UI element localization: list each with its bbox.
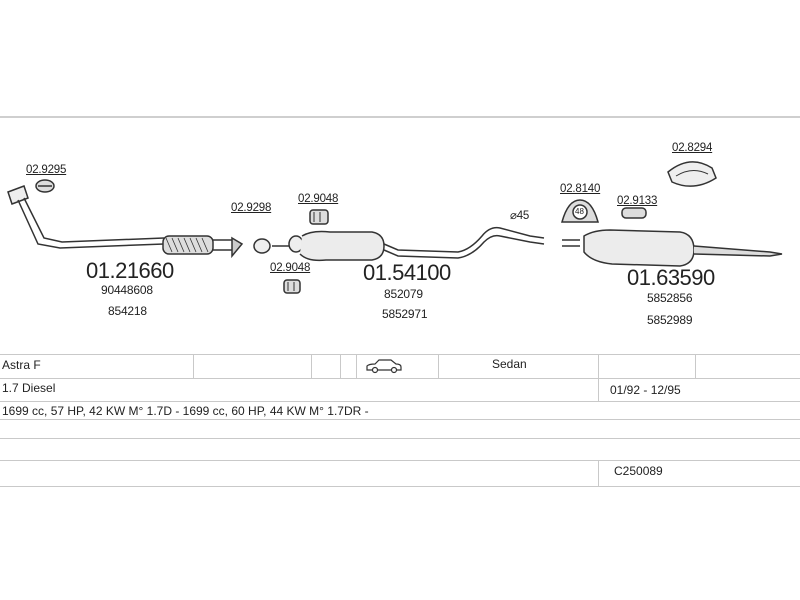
ring-8294-drawing (667, 161, 717, 187)
catalog-number-cell: C250089 (614, 464, 663, 478)
rear-silencer-oem-2: 5852989 (647, 313, 693, 327)
front-pipe-oem-2: 854218 (108, 304, 147, 318)
ring-8294-label: 02.8294 (672, 142, 713, 154)
col-divider (356, 354, 357, 378)
row-divider (0, 438, 800, 439)
col-divider (598, 460, 599, 486)
row-divider (0, 486, 800, 487)
clamp-9133-label: 02.9133 (617, 195, 658, 207)
col-divider (598, 354, 599, 401)
middle-silencer-oem-2: 5852971 (382, 307, 428, 321)
col-divider (695, 354, 696, 378)
front-pipe-number: 01.21660 (86, 258, 174, 283)
model-cell: Astra F (2, 358, 41, 372)
middle-silencer-oem-1: 852079 (384, 287, 423, 301)
col-divider (340, 354, 341, 378)
years-cell: 01/92 - 12/95 (610, 383, 681, 397)
diameter-label: ⌀45 (510, 210, 530, 222)
clamp-9048-bottom-label: 02.9048 (270, 262, 311, 274)
clamp-9048-top-label: 02.9048 (298, 193, 339, 205)
exhaust-diagram: 02.9295 01.21660 90448608 854218 02.9298… (0, 118, 800, 350)
rear-silencer-drawing (562, 229, 783, 267)
col-divider (438, 354, 439, 378)
front-pipe (7, 185, 244, 259)
top-border (0, 116, 800, 118)
front-pipe-oem-1: 90448608 (101, 283, 153, 297)
middle-silencer-number: 01.54100 (363, 260, 451, 285)
clamp-9048-bottom-drawing (283, 279, 301, 294)
row-divider (0, 460, 800, 461)
body-type-cell: Sedan (492, 357, 527, 371)
clamp-8140-label: 02.8140 (560, 183, 601, 195)
col-divider (311, 354, 312, 378)
row-divider (0, 419, 800, 420)
exhaust-drawing (7, 161, 783, 294)
clamp-8140-size: 48 (575, 207, 584, 216)
clamp-9048-top-drawing (309, 209, 329, 225)
rear-silencer-oem-1: 5852856 (647, 291, 693, 305)
col-divider (193, 354, 194, 378)
row-divider (0, 401, 800, 402)
specs-cell: 1699 cc, 57 HP, 42 KW M° 1.7D - 1699 cc,… (2, 404, 369, 418)
clamp-9298-label: 02.9298 (231, 202, 272, 214)
clamp-8140-drawing (561, 199, 599, 223)
sedan-car-icon (365, 358, 403, 377)
row-divider (0, 378, 800, 379)
engine-cell: 1.7 Diesel (2, 381, 56, 395)
row-divider (0, 354, 800, 355)
gasket-drawing (253, 238, 271, 254)
clamp-9295-drawing (35, 179, 55, 193)
clamp-9295-label: 02.9295 (26, 164, 67, 176)
rear-silencer-number: 01.63590 (627, 265, 715, 290)
middle-silencer-drawing (272, 226, 545, 262)
clamp-9133-drawing (621, 207, 647, 219)
